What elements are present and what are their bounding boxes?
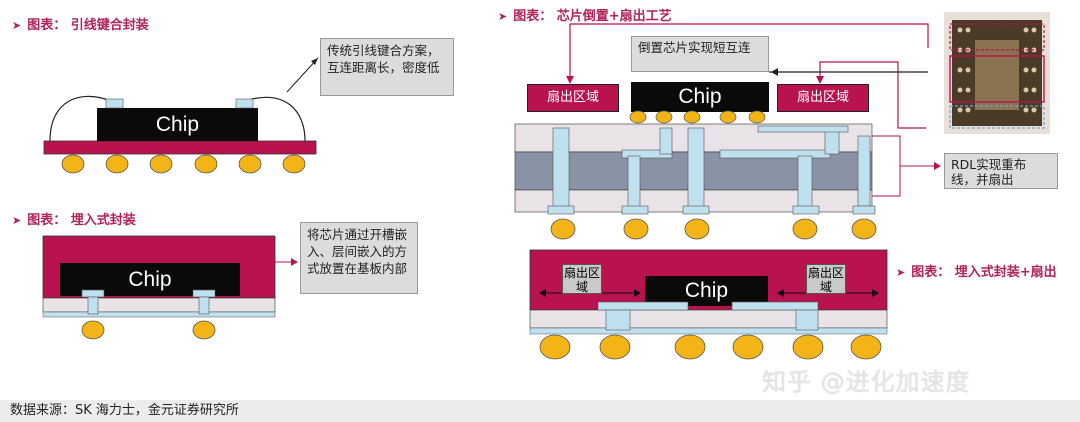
- chip-label: Chip: [128, 268, 172, 291]
- efo-base: [529, 309, 888, 329]
- solder-ball: [105, 154, 129, 174]
- solder-ball: [539, 334, 571, 360]
- arrow-head-icon: [291, 258, 298, 266]
- source-footer: 数据来源：SK 海力士，金元证券研究所: [0, 400, 1080, 422]
- arrow-head-icon: [934, 162, 941, 170]
- fanout-area-label: 扇出区域: [527, 84, 619, 112]
- chevron-right-icon: ➤: [12, 214, 22, 227]
- wire-bond-title: ➤图表： 引线键合封装: [12, 18, 149, 33]
- flip-chip-solder-balls: [550, 218, 877, 240]
- solder-ball: [792, 218, 818, 240]
- arrow-head-icon: [771, 68, 778, 76]
- bond-pad: [235, 98, 254, 109]
- embedded-diagram: [42, 235, 298, 340]
- bond-wire-left: [49, 95, 109, 142]
- solder-ball: [81, 320, 105, 340]
- solder-ball: [282, 154, 306, 174]
- embedded-pad-layer: [42, 311, 276, 318]
- solder-ball: [850, 334, 882, 360]
- wire-bond-substrate: [43, 140, 317, 155]
- flip-chip-callout: 倒置芯片实现短互连: [631, 36, 769, 72]
- embedded-fanout-title: ➤图表： 埋入式封装+扇出: [896, 265, 1057, 280]
- solder-ball: [192, 320, 216, 340]
- embedded-base: [42, 297, 276, 313]
- rdl-traces: [547, 125, 876, 215]
- chip-label: Chip: [684, 279, 729, 302]
- wire-bond-diagram: [43, 57, 319, 174]
- chip-label: Chip: [155, 113, 200, 136]
- efo-chip: [645, 276, 768, 306]
- fanout-area-label: 扇出区域: [777, 84, 869, 112]
- solder-ball: [851, 218, 877, 240]
- solder-ball: [732, 334, 764, 360]
- embedded-fanout-diagram: [529, 249, 888, 360]
- solder-ball: [684, 218, 710, 240]
- chevron-right-icon: ➤: [498, 10, 508, 23]
- watermark: 知乎 @进化加速度: [762, 368, 971, 396]
- solder-ball: [238, 154, 262, 174]
- arrow-head-icon: [816, 76, 824, 84]
- embedded-title: ➤图表： 埋入式封装: [12, 213, 136, 228]
- chevron-right-icon: ➤: [896, 266, 906, 279]
- fanout-area-label: 扇出区域: [562, 264, 602, 294]
- arrow-head-icon: [566, 76, 574, 84]
- rdl-callout: RDL实现重布线，并扇出: [944, 153, 1058, 189]
- embedded-solder-balls: [81, 320, 216, 340]
- wire-bond-chip: [97, 108, 258, 141]
- solder-ball: [149, 154, 173, 174]
- solder-ball: [623, 218, 649, 240]
- bond-wire-right: [247, 96, 306, 142]
- flip-chip-diagram: [514, 23, 941, 240]
- callout-arrow: [286, 57, 319, 93]
- flip-chip-title: ➤图表： 芯片倒置+扇出工艺: [498, 9, 672, 24]
- arrow-head-icon: [311, 58, 318, 65]
- solder-ball: [550, 218, 576, 240]
- efo-solder-balls: [539, 334, 882, 360]
- chip-label: Chip: [678, 85, 722, 108]
- solder-ball: [674, 334, 706, 360]
- wire-bond-callout: 传统引线键合方案，互连距离长，密度低: [320, 38, 454, 96]
- embedded-callout: 将芯片通过开槽嵌入、层间嵌入的方式放置在基板内部: [300, 222, 418, 294]
- chevron-right-icon: ➤: [12, 19, 22, 32]
- efo-rdl: [597, 301, 819, 331]
- solder-ball: [194, 154, 218, 174]
- flip-chip: [631, 82, 769, 112]
- flip-chip-bumps: [629, 110, 766, 124]
- wire-bond-solder-balls: [61, 154, 306, 174]
- embedded-vias: [81, 289, 216, 315]
- bond-pad: [105, 98, 124, 109]
- solder-ball: [61, 154, 85, 174]
- solder-ball: [599, 334, 631, 360]
- solder-ball: [792, 334, 824, 360]
- fanout-area-label: 扇出区域: [806, 264, 846, 294]
- die-photo: [944, 12, 1050, 134]
